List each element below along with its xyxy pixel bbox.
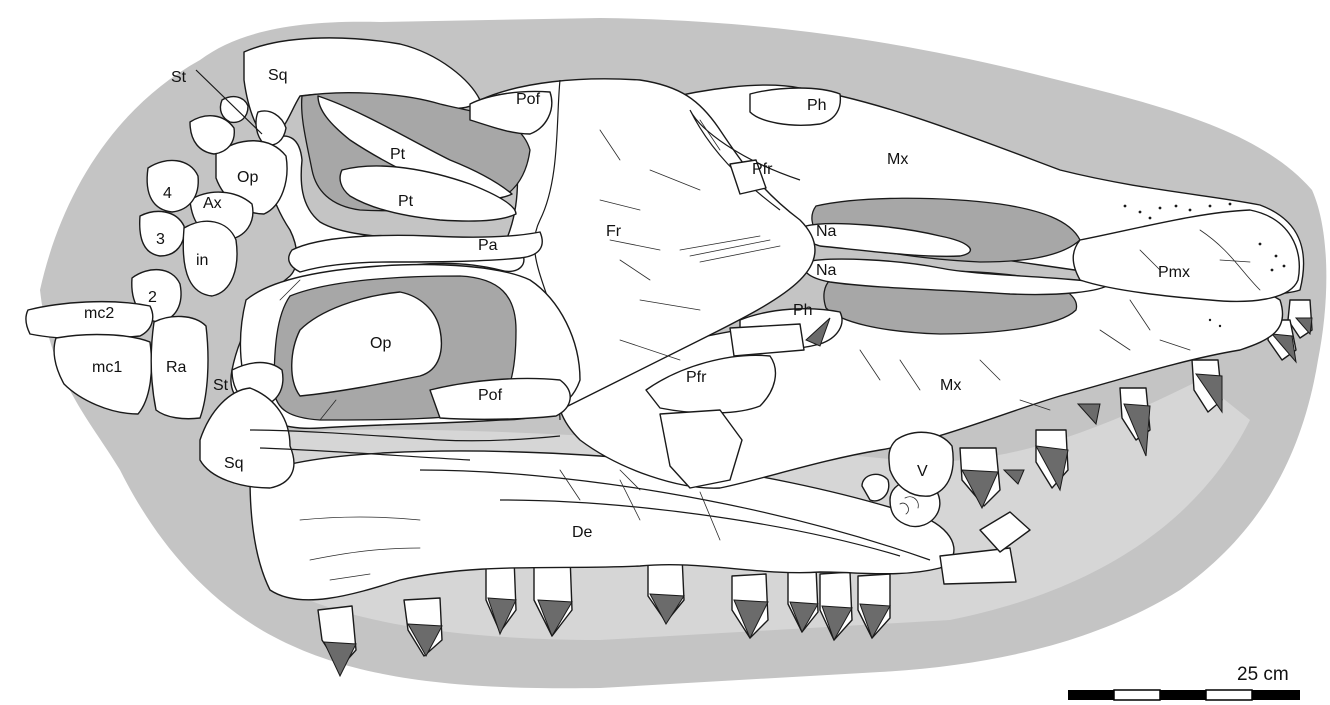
label-op-small: Op bbox=[237, 169, 258, 186]
label-op-large: Op bbox=[370, 335, 391, 352]
label-na-lower: Na bbox=[816, 262, 837, 279]
label-2: 2 bbox=[148, 289, 157, 306]
scale-segment-2 bbox=[1114, 690, 1160, 700]
label-na-upper: Na bbox=[816, 223, 837, 240]
label-fr: Fr bbox=[606, 223, 622, 240]
label-pmx: Pmx bbox=[1158, 264, 1190, 281]
label-v: V bbox=[917, 463, 928, 480]
label-ra: Ra bbox=[166, 359, 187, 376]
label-sq-upper: Sq bbox=[268, 67, 288, 84]
label-pfr-upper: Pfr bbox=[752, 161, 773, 178]
label-st-upper: St bbox=[171, 69, 187, 86]
label-3: 3 bbox=[156, 231, 165, 248]
label-mx-lower: Mx bbox=[940, 377, 961, 394]
label-de: De bbox=[572, 524, 593, 541]
label-ph-lower: Ph bbox=[793, 302, 813, 319]
label-pt-lower: Pt bbox=[398, 193, 414, 210]
label-pof-upper: Pof bbox=[516, 91, 541, 108]
scale-segment-5 bbox=[1252, 690, 1300, 700]
label-ax: Ax bbox=[203, 195, 222, 212]
label-st-lower: St bbox=[213, 377, 229, 394]
label-mc2: mc2 bbox=[84, 305, 114, 322]
vertebra-top bbox=[220, 97, 248, 123]
scale-bar-label: 25 cm bbox=[1237, 664, 1289, 685]
label-pa: Pa bbox=[478, 237, 498, 254]
scale-bar: 25 cm bbox=[1068, 664, 1300, 700]
scale-segment-1 bbox=[1068, 690, 1114, 700]
label-4: 4 bbox=[163, 185, 172, 202]
palatine-upper bbox=[750, 88, 840, 125]
label-sq-lower: Sq bbox=[224, 455, 244, 472]
label-pfr-lower: Pfr bbox=[686, 369, 707, 386]
label-mc1: mc1 bbox=[92, 359, 122, 376]
scale-segment-3 bbox=[1160, 690, 1206, 700]
scale-segment-4 bbox=[1206, 690, 1252, 700]
ph-lower-plate bbox=[730, 324, 804, 356]
label-mx-upper: Mx bbox=[887, 151, 908, 168]
label-pt-upper: Pt bbox=[390, 146, 406, 163]
label-ph-upper: Ph bbox=[807, 97, 827, 114]
label-pof-lower: Pof bbox=[478, 387, 503, 404]
label-in: in bbox=[196, 252, 208, 269]
